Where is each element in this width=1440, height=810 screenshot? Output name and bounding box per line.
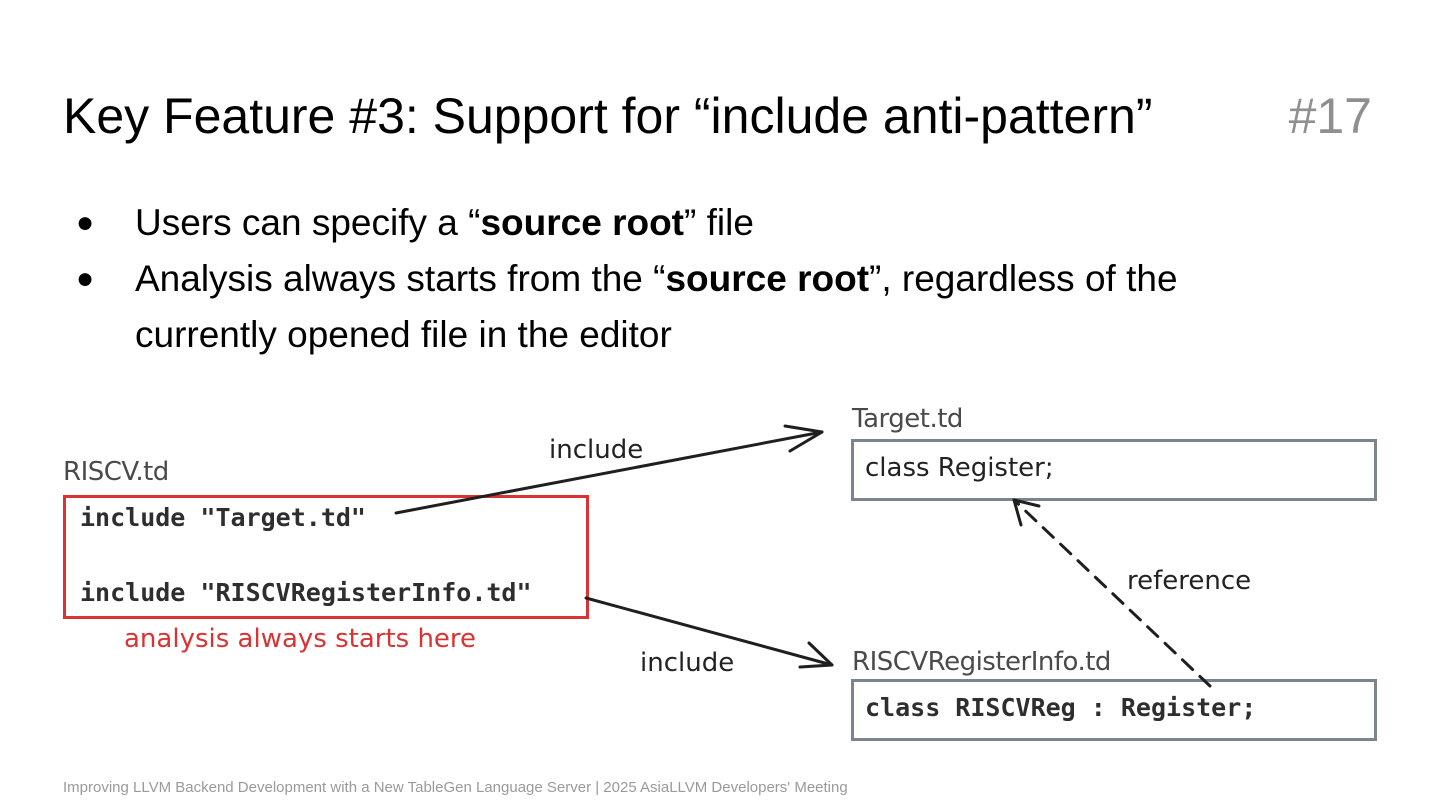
footer-text: Improving LLVM Backend Development with … bbox=[63, 779, 848, 796]
target-file-box bbox=[851, 439, 1377, 501]
slide-number: #17 bbox=[1288, 88, 1372, 144]
bullet-list: ● Users can specify a “source root” file… bbox=[76, 195, 1326, 363]
reference-arrow-head bbox=[1012, 498, 1041, 527]
reference-edge-label: reference bbox=[1127, 566, 1252, 596]
slide-title: Key Feature #3: Support for “include ant… bbox=[63, 88, 1153, 144]
target-file-label: Target.td bbox=[852, 404, 963, 434]
bullet-text: Users can specify a “source root” file bbox=[135, 195, 1326, 251]
include-arrow-target bbox=[394, 430, 824, 515]
include-arrow-reginfo-head bbox=[798, 641, 834, 669]
reginfo-file-label: RISCVRegisterInfo.td bbox=[852, 647, 1111, 677]
target-class-register-line: class Register; bbox=[865, 453, 1054, 483]
riscv-file-box bbox=[63, 495, 589, 619]
bullet-text-part: ”, regardless of the currently opened fi… bbox=[135, 258, 1178, 355]
analysis-start-note: analysis always starts here bbox=[124, 624, 477, 654]
bullet-text: Analysis always starts from the “source … bbox=[135, 251, 1326, 363]
include-arrow-target-head bbox=[783, 424, 824, 453]
riscv-file-label: RISCV.td bbox=[63, 457, 169, 487]
bullet-item: ● Users can specify a “source root” file bbox=[76, 195, 1326, 251]
bullet-text-part: Users can specify a “ bbox=[135, 202, 481, 243]
riscv-include-reginfo-line: include "RISCVRegisterInfo.td" bbox=[80, 578, 532, 607]
bullet-marker: ● bbox=[76, 206, 95, 239]
reginfo-file-box bbox=[851, 679, 1377, 741]
reference-arrow bbox=[1012, 498, 1212, 688]
bullet-text-part: Analysis always starts from the “ bbox=[135, 258, 666, 299]
bullet-marker: ● bbox=[76, 262, 95, 295]
bullet-bold-term: source root bbox=[480, 202, 684, 243]
bullet-bold-term: source root bbox=[665, 258, 870, 299]
include-edge-label-top: include bbox=[549, 435, 644, 465]
riscv-include-target-line: include "Target.td" bbox=[80, 503, 366, 532]
include-edge-label-bottom: include bbox=[640, 648, 735, 678]
bullet-item: ● Analysis always starts from the “sourc… bbox=[76, 251, 1326, 363]
bullet-text-part: ” file bbox=[684, 202, 754, 243]
include-arrow-reginfo bbox=[584, 596, 834, 667]
reginfo-class-line: class RISCVReg : Register; bbox=[865, 693, 1257, 722]
